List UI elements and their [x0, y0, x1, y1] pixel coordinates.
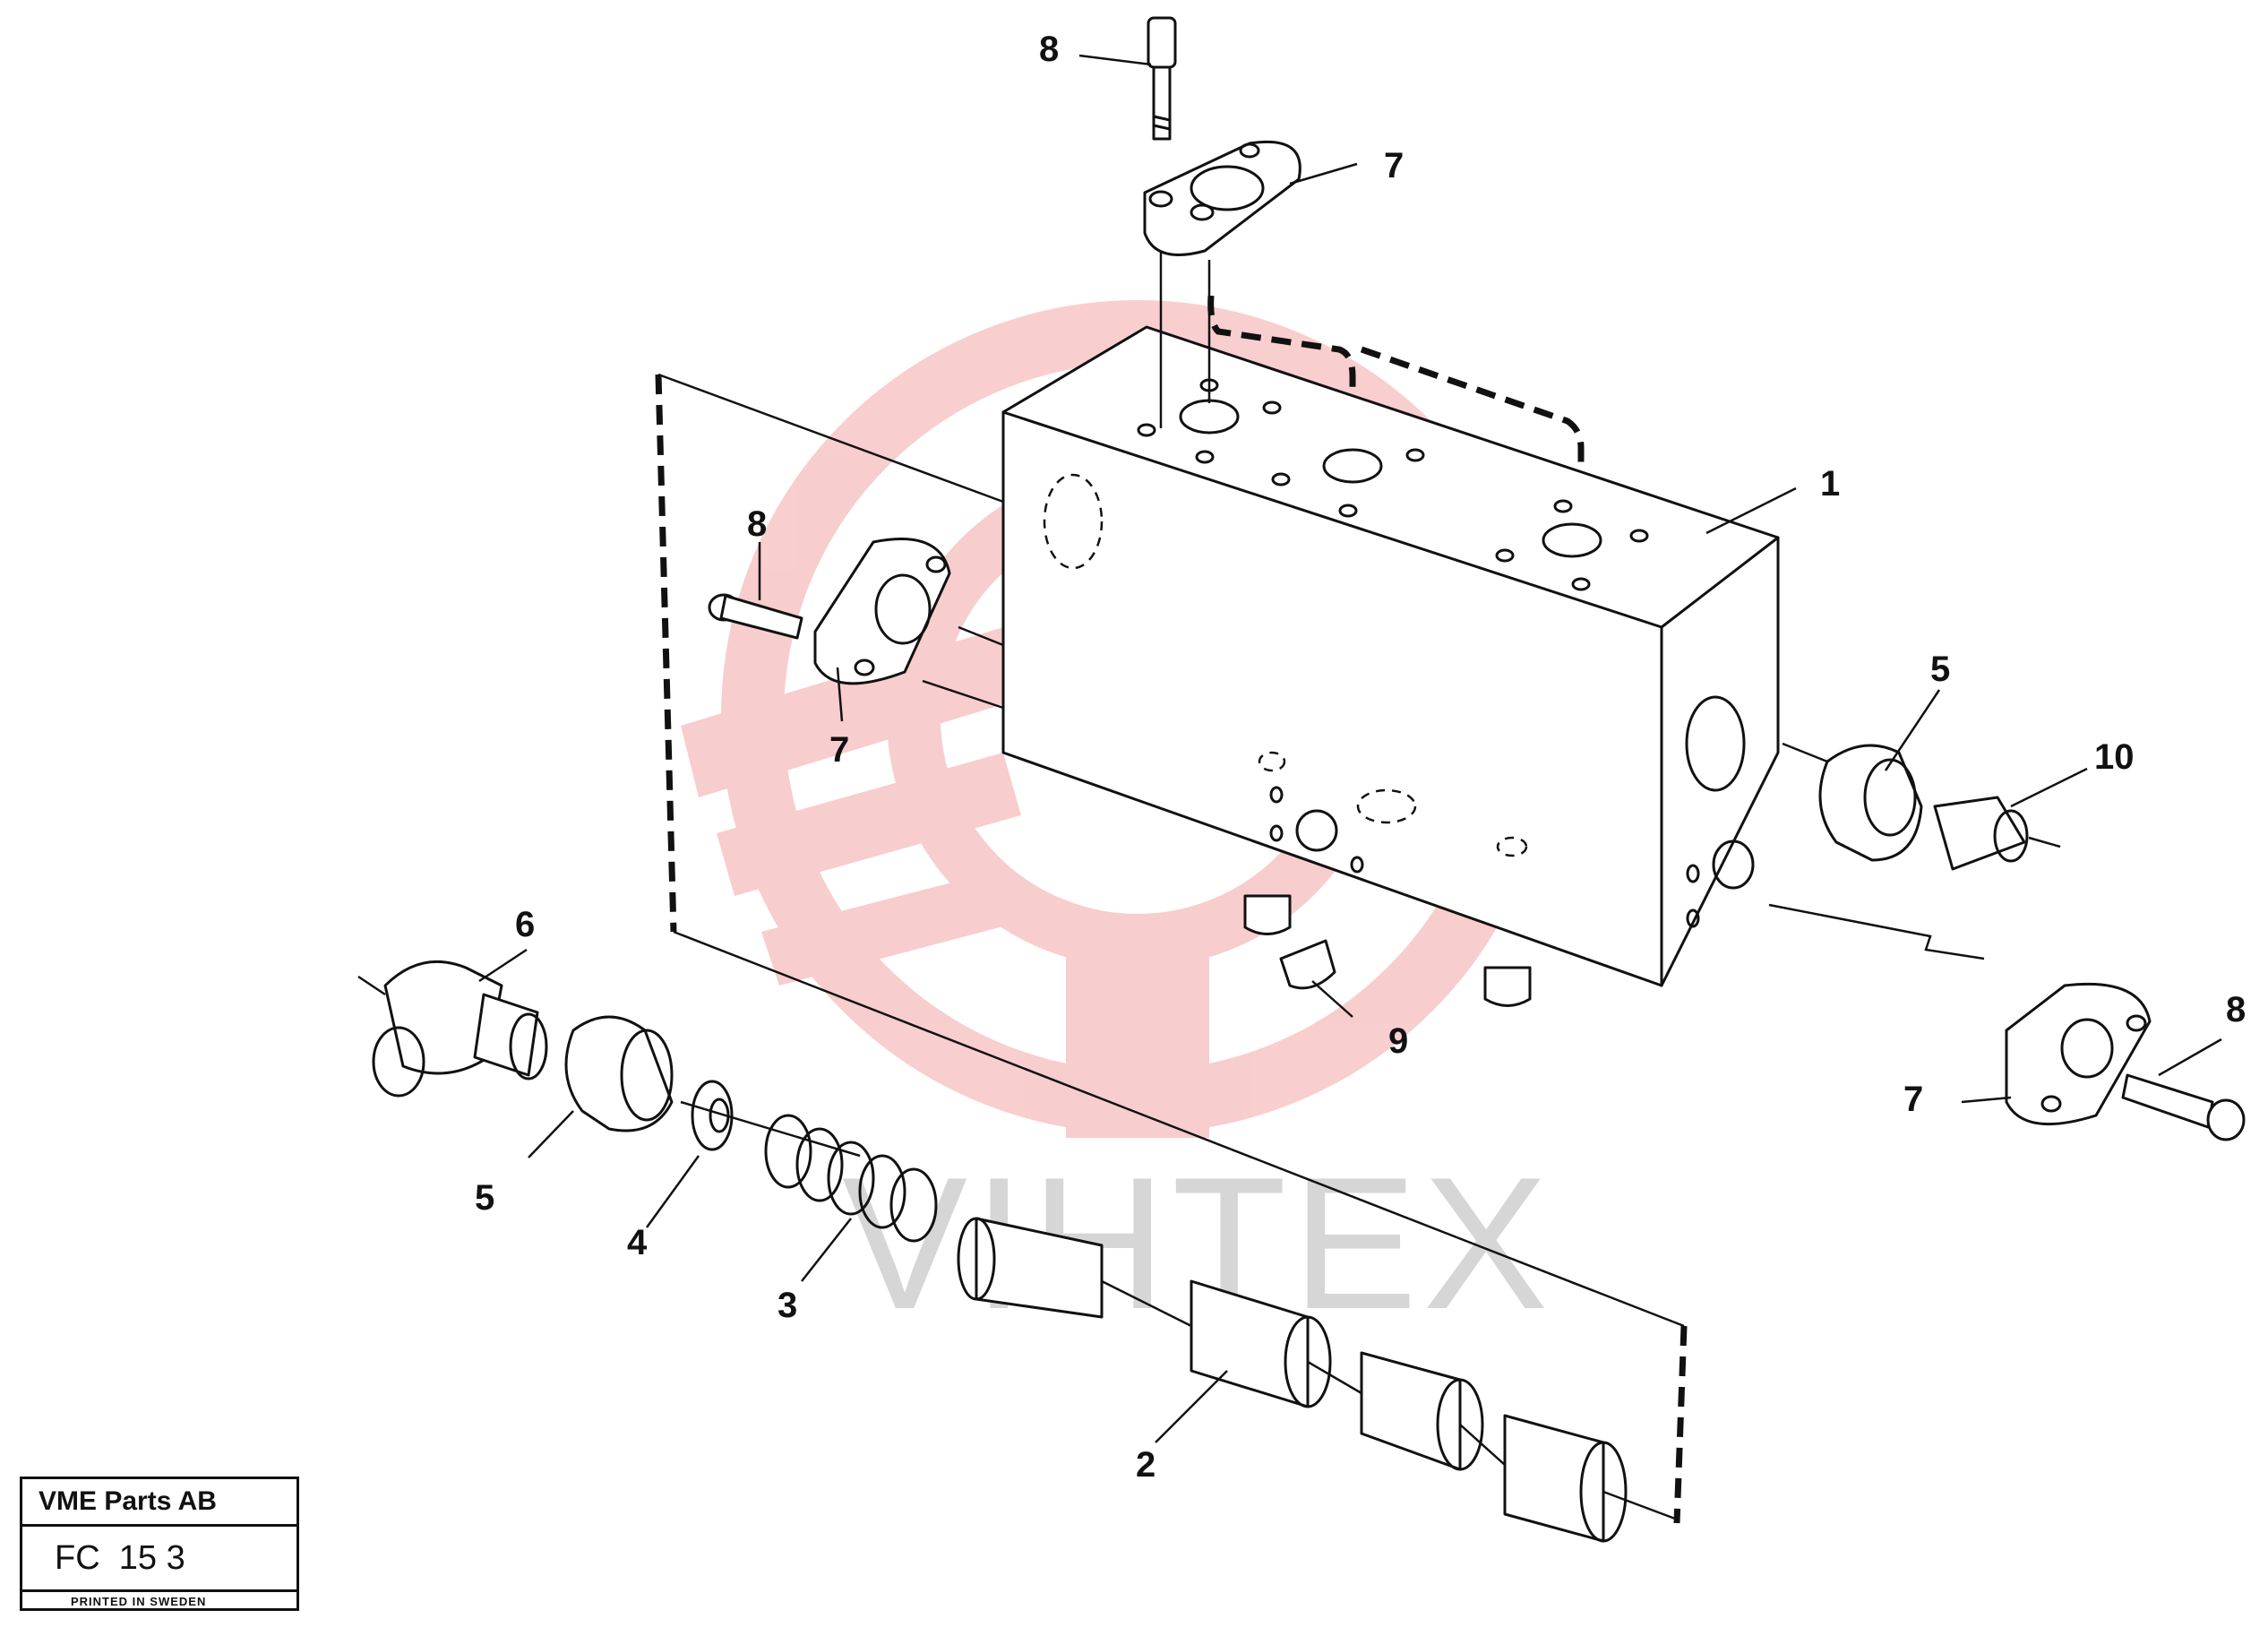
callout-8-left: 8	[747, 504, 767, 544]
fitting-right	[1933, 796, 2061, 871]
callout-1: 1	[1820, 464, 1840, 504]
spring	[764, 1114, 938, 1243]
flange-left	[813, 538, 1004, 710]
figure-code: FC 15 3	[22, 1527, 296, 1592]
seal-washer	[680, 1080, 861, 1158]
callout-4: 4	[627, 1223, 648, 1262]
callout-10: 10	[2094, 737, 2135, 777]
callout-8-right: 8	[2226, 990, 2246, 1029]
bolt-right	[2121, 1073, 2246, 1141]
flange-right	[2005, 982, 2152, 1126]
adapter-right	[1782, 742, 1923, 862]
callout-8-top: 8	[1039, 30, 1059, 69]
bolt-top	[1147, 16, 1177, 141]
callout-5-left: 5	[475, 1178, 494, 1218]
callout-7-left: 7	[829, 730, 849, 770]
callout-5-right: 5	[1930, 650, 1950, 689]
printed-note: PRINTED IN SWEDEN	[71, 1595, 207, 1608]
callout-9: 9	[1388, 1021, 1408, 1061]
adapter-left	[564, 1015, 674, 1132]
leader-lines	[478, 54, 2222, 1443]
callout-6: 6	[515, 905, 535, 944]
callout-7-top: 7	[1384, 146, 1404, 185]
flange-top	[1143, 140, 1302, 428]
valve-block	[1001, 325, 1780, 987]
company-name: VME Parts AB	[22, 1479, 296, 1527]
tee-fitting	[357, 960, 548, 1098]
callout-2: 2	[1136, 1445, 1155, 1485]
spool	[957, 1217, 1676, 1543]
callout-labels: 8 7 1 8 7 5 10 6 9 8 7 5 4 3 2	[475, 30, 2246, 1485]
callout-3: 3	[777, 1286, 797, 1325]
callout-7-right: 7	[1903, 1080, 1923, 1119]
plug-set	[1243, 751, 1532, 1007]
title-block: VME Parts AB FC 15 3 PRINTED IN SWEDEN	[20, 1477, 299, 1611]
bolt-left	[708, 593, 803, 640]
assembly-frame-dashed	[655, 295, 1985, 1524]
